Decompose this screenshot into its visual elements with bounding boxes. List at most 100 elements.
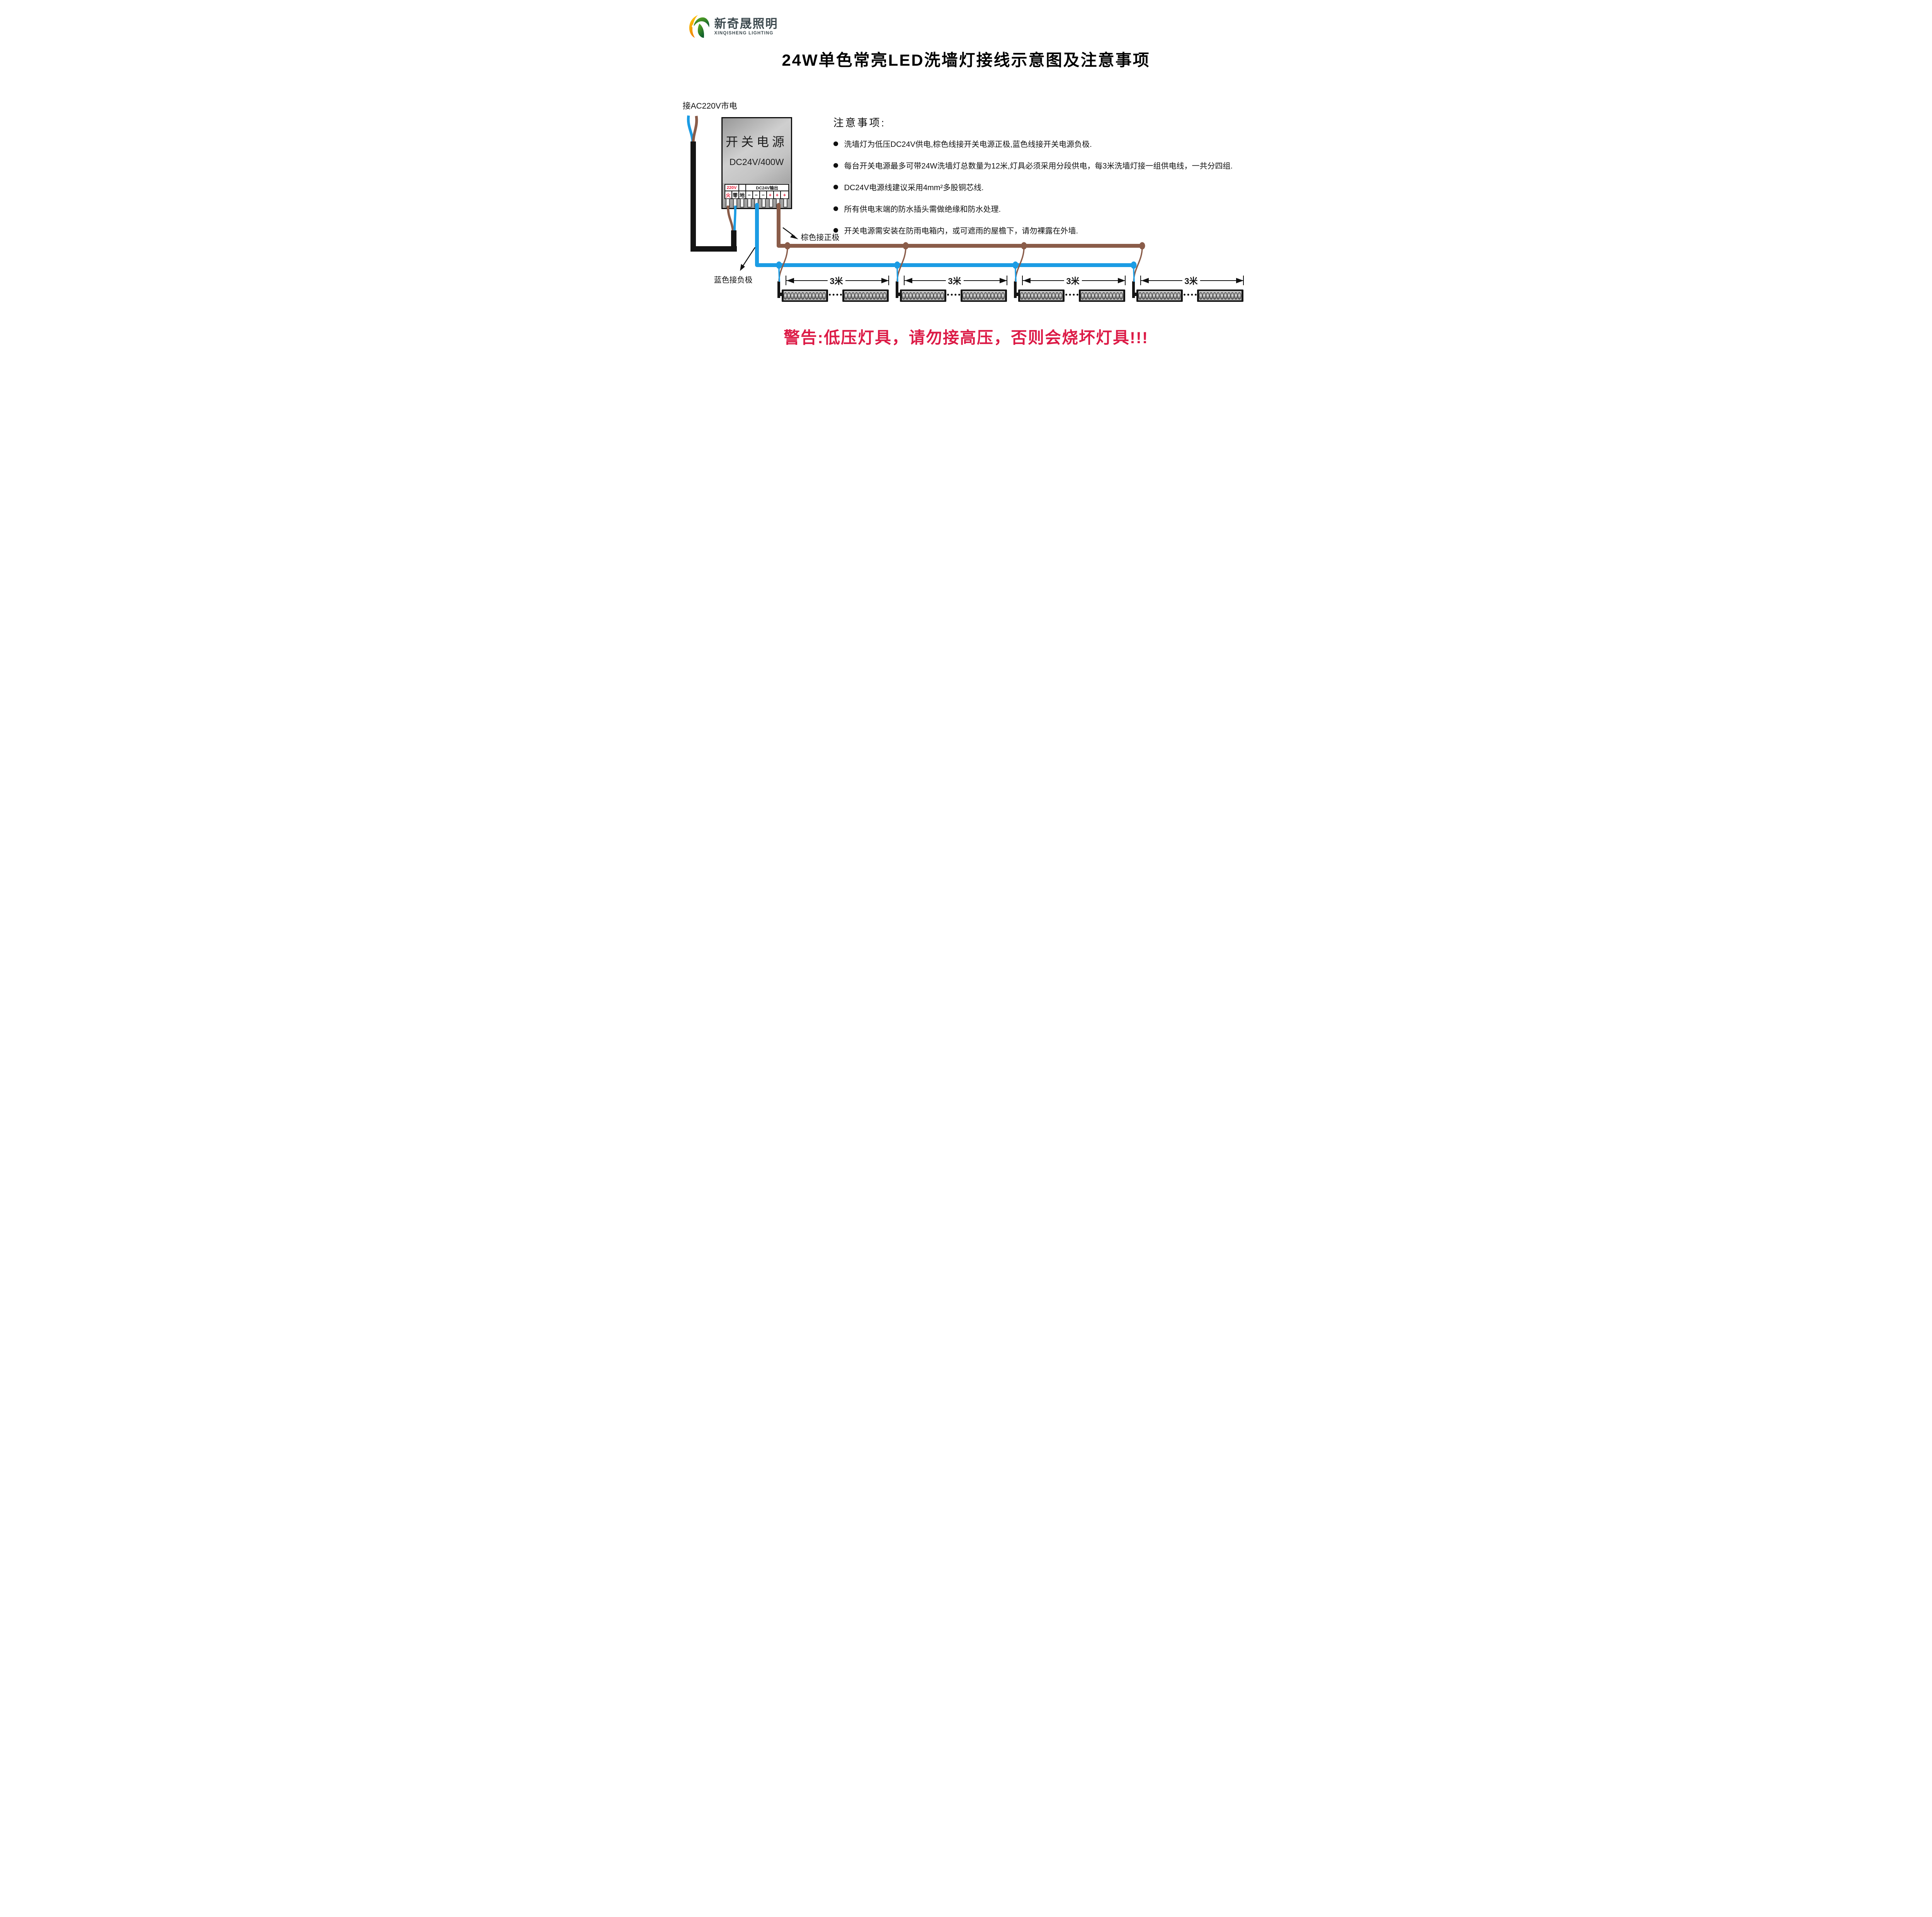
led-lens (862, 292, 866, 300)
terminal-label-7: + (774, 191, 781, 199)
power-connector-foot (779, 293, 784, 296)
ac-cable-horizontal (690, 246, 737, 252)
led-lens (876, 292, 879, 300)
terminal-label-0: 火 (725, 191, 732, 199)
led-lens (976, 292, 980, 300)
bar-led-panel (1080, 291, 1123, 300)
segment-length-label: 3米 (827, 274, 845, 287)
slot-opening (769, 198, 773, 208)
led-lens (969, 292, 973, 300)
led-lens (1087, 292, 1091, 300)
terminal-slot-row (724, 198, 789, 208)
bar-led-panel (783, 291, 826, 300)
led-lens (933, 292, 937, 300)
negative-wire-label: 蓝色接负极 (714, 276, 753, 284)
led-lens (1102, 292, 1105, 300)
led-lens (1166, 292, 1170, 300)
led-lens (1051, 292, 1055, 300)
notes-heading: 注意事项: (833, 117, 886, 129)
terminal-label-4: − (753, 191, 760, 199)
ac-input-label: 接AC220V市电 (682, 102, 737, 111)
led-lens (1023, 292, 1027, 300)
led-lens (1138, 292, 1142, 300)
led-lens (783, 292, 787, 300)
led-lens (1163, 292, 1167, 300)
slot-opening (783, 198, 787, 208)
led-lens (1209, 292, 1213, 300)
terminal-label-3: − (746, 191, 753, 199)
led-lens (1234, 292, 1238, 300)
negative-junction-dot (1012, 261, 1018, 269)
led-lens (1152, 292, 1156, 300)
power-connector-foot (897, 293, 902, 296)
bar-led-panel (1020, 291, 1063, 300)
led-lens (912, 292, 916, 300)
dimension-arrow-right-icon (999, 278, 1007, 283)
dimension-tick-left (903, 276, 905, 285)
led-lens (994, 292, 998, 300)
led-lens (1027, 292, 1031, 300)
slot-opening (754, 198, 759, 208)
led-lens (1020, 292, 1024, 300)
note-item-5: 开关电源需安装在防雨电箱内，或可遮雨的屋檐下，请勿裸露在外墙. (833, 225, 1233, 236)
led-lens (940, 292, 944, 300)
led-lens (801, 292, 805, 300)
brand-logo-icon (689, 15, 709, 38)
led-lens (1034, 292, 1038, 300)
led-lens (1001, 292, 1005, 300)
terminal-slot-4 (753, 198, 760, 208)
page-title: 24W单色常亮LED洗墙灯接线示意图及注意事项 (782, 51, 1150, 69)
led-lens (794, 292, 798, 300)
dimension-arrow-left-icon (786, 278, 794, 283)
led-lens (926, 292, 930, 300)
led-lens (1044, 292, 1048, 300)
psu-live-input-wire (726, 205, 734, 232)
led-lens (1177, 292, 1181, 300)
segment-length-label: 3米 (1064, 274, 1082, 287)
led-lens (1238, 292, 1242, 300)
led-lens (1230, 292, 1234, 300)
terminal-table: 220V DC24V输出 火零地−−−+++ (724, 184, 789, 199)
light-group-2: 3米 (895, 271, 1014, 307)
dimension-arrow-left-icon (1023, 278, 1031, 283)
led-lens (822, 292, 826, 300)
led-lens (1031, 292, 1034, 300)
dimension-tick-left (1140, 276, 1141, 285)
note-item-4: 所有供电末端的防水插头需做绝缘和防水处理. (833, 203, 1233, 214)
led-lens (808, 292, 812, 300)
terminal-slot-8 (782, 198, 789, 208)
led-lens (1105, 292, 1109, 300)
wall-washer-bar (781, 289, 828, 302)
terminal-label-5: − (760, 191, 767, 199)
bullet-icon (833, 141, 838, 146)
positive-label-leader-arrow (782, 227, 798, 239)
psu-spec: DC24V/400W (729, 157, 784, 167)
led-lens (1141, 292, 1145, 300)
notes-list: 洗墙灯为低压DC24V供电,棕色线接开关电源正极,蓝色线接开关电源负极.每台开关… (833, 138, 1233, 236)
dimension-arrow-left-icon (1141, 278, 1149, 283)
led-lens (930, 292, 934, 300)
led-lens (1048, 292, 1052, 300)
segment-length-label: 3米 (1182, 274, 1200, 287)
terminal-label-row: 火零地−−−+++ (725, 191, 788, 199)
switching-power-supply: 开关电源 DC24V/400W 220V DC24V输出 火零地−−−+++ (721, 117, 792, 209)
led-lens (1098, 292, 1102, 300)
psu-terminal-strip: 220V DC24V输出 火零地−−−+++ (722, 183, 791, 208)
led-lens (869, 292, 872, 300)
led-lens (855, 292, 859, 300)
led-lens (787, 292, 791, 300)
terminal-slot-1 (731, 198, 739, 208)
power-connector-foot (1134, 293, 1138, 296)
dimension-arrow-right-icon (881, 278, 889, 283)
led-lens (1156, 292, 1160, 300)
led-lens (1109, 292, 1112, 300)
led-lens (1037, 292, 1041, 300)
led-lens (844, 292, 848, 300)
led-lens (923, 292, 927, 300)
bar-led-panel (1138, 291, 1181, 300)
led-lens (1170, 292, 1173, 300)
led-lens (973, 292, 977, 300)
wall-washer-bar (1078, 289, 1125, 302)
negative-junction-dot (894, 261, 900, 269)
slot-opening (726, 198, 730, 208)
